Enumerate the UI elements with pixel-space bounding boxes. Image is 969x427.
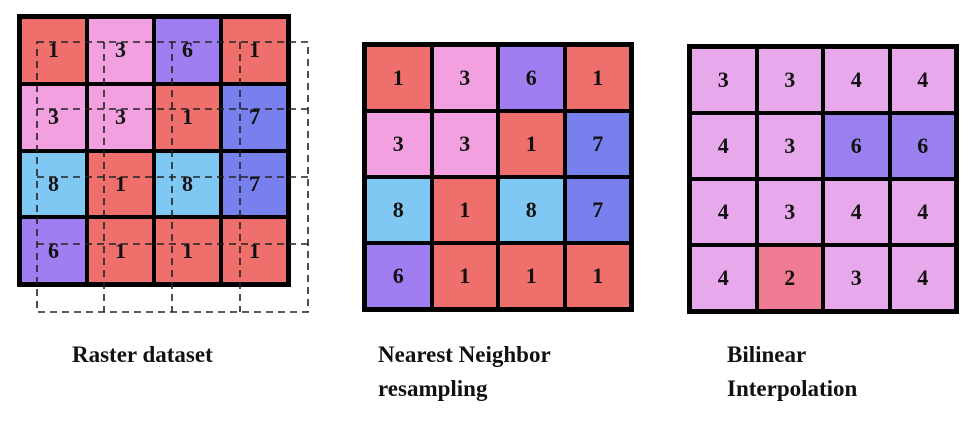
caption-line: Raster dataset [72, 342, 213, 367]
caption-line: Nearest Neighbor [378, 342, 551, 367]
grid-cell: 1 [221, 17, 288, 84]
caption-line: Interpolation [727, 376, 858, 401]
grid-cell: 3 [87, 83, 154, 151]
grid-cell: 4 [889, 47, 956, 113]
grid-cell: 4 [823, 179, 890, 245]
grid-cell: 7 [221, 150, 288, 218]
caption-line: resampling [378, 376, 488, 401]
grid-cell: 3 [20, 83, 87, 151]
caption-line: Bilinear [727, 342, 807, 367]
grid-cell: 3 [690, 47, 757, 113]
grid-cell: 7 [564, 177, 631, 243]
grid-cell: 3 [431, 111, 498, 177]
grid-cell: 3 [756, 47, 823, 113]
grid-cell: 1 [498, 111, 565, 177]
grid-cell: 3 [756, 179, 823, 245]
grid-cell: 1 [498, 243, 565, 309]
grid-cell: 1 [431, 243, 498, 309]
grid-cell: 1 [365, 45, 432, 111]
grid-cell: 3 [823, 245, 890, 311]
grid-cell: 1 [564, 45, 631, 111]
grid-cell: 4 [823, 47, 890, 113]
grid-cell: 7 [564, 111, 631, 177]
nearest-neighbor-caption: Nearest Neighbor resampling [378, 338, 551, 406]
grid-cell: 2 [756, 245, 823, 311]
grid-cell: 4 [690, 113, 757, 179]
grid-cell: 8 [20, 150, 87, 218]
grid-cell: 6 [498, 45, 565, 111]
grid-cell: 3 [365, 111, 432, 177]
grid-cell: 4 [889, 245, 956, 311]
grid-cell: 1 [87, 217, 154, 284]
grid-cell: 6 [154, 17, 221, 84]
grid-cell: 4 [690, 245, 757, 311]
raster-dataset-caption: Raster dataset [72, 338, 213, 372]
grid-cell: 1 [431, 177, 498, 243]
grid-cell: 1 [154, 83, 221, 151]
grid-cell: 3 [431, 45, 498, 111]
grid-cell: 6 [889, 113, 956, 179]
grid-cell: 4 [690, 179, 757, 245]
grid-cell: 1 [564, 243, 631, 309]
grid-cell: 6 [20, 217, 87, 284]
grid-cell: 8 [154, 150, 221, 218]
grid-cell: 8 [365, 177, 432, 243]
grid-cell: 1 [221, 217, 288, 284]
grid-cell: 1 [154, 217, 221, 284]
grid-cell: 6 [823, 113, 890, 179]
grid-cell: 3 [87, 17, 154, 84]
bilinear-caption: Bilinear Interpolation [727, 338, 857, 406]
grid-cell: 8 [498, 177, 565, 243]
grid-cell: 4 [889, 179, 956, 245]
grid-cell: 1 [20, 17, 87, 84]
grid-cell: 1 [87, 150, 154, 218]
grid-cell: 7 [221, 83, 288, 151]
grid-cell: 6 [365, 243, 432, 309]
grid-cell: 3 [756, 113, 823, 179]
